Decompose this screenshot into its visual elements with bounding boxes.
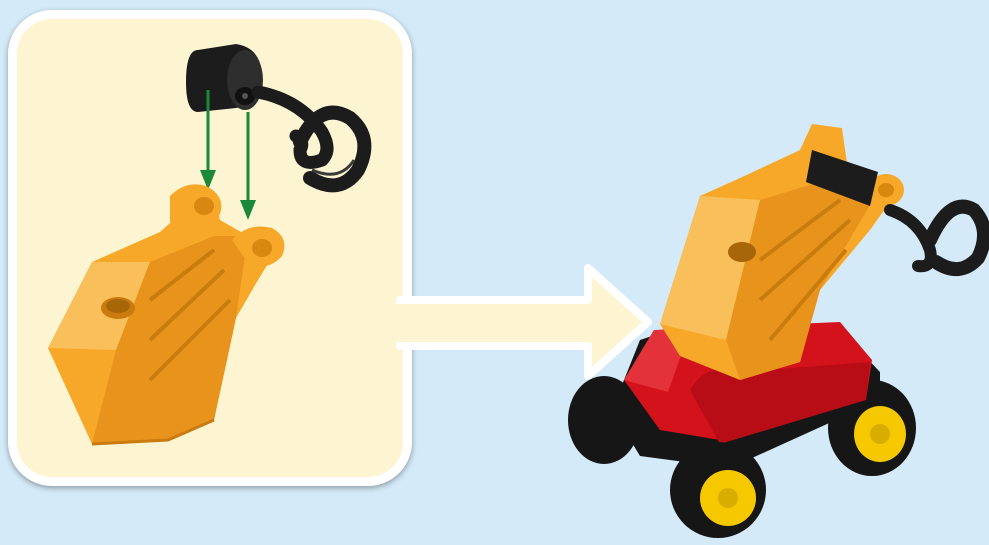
direction-arrow-icon [396, 268, 648, 376]
hook-part-icon [186, 44, 364, 185]
crane-arm [660, 124, 904, 380]
wheel-front-left [670, 442, 766, 538]
crane-arm-part-icon [48, 184, 284, 444]
